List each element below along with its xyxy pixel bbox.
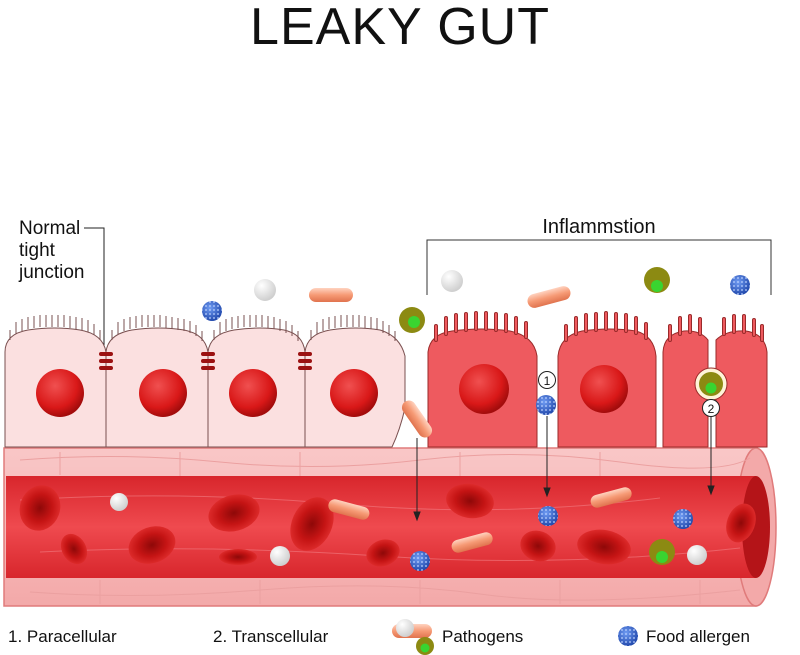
white-particle bbox=[110, 493, 128, 511]
legend: 1. Paracellular 2. Transcellular Pathoge… bbox=[8, 619, 750, 655]
cell-nucleus bbox=[36, 369, 84, 417]
flow-arrows bbox=[413, 416, 715, 522]
route-marker-1-text: 1 bbox=[544, 374, 551, 388]
cell-nucleus bbox=[139, 369, 187, 417]
food-allergen-particle bbox=[410, 551, 430, 571]
bacteria-rod bbox=[401, 400, 433, 438]
legend-transcellular: 2. Transcellular bbox=[213, 627, 329, 646]
tight-junction bbox=[201, 352, 215, 356]
red-blood-cell bbox=[19, 485, 61, 531]
tight-junction bbox=[201, 359, 215, 363]
route-marker-1: 1 bbox=[538, 371, 556, 389]
tight-junction bbox=[99, 366, 113, 370]
lumen-particles bbox=[202, 267, 750, 438]
tight-junctions bbox=[99, 352, 312, 370]
route-marker-2-text: 2 bbox=[708, 402, 715, 416]
junction-label-line-2: tight bbox=[19, 240, 56, 261]
food-allergen-particle bbox=[730, 275, 750, 295]
vessel-lumen-end bbox=[742, 476, 770, 578]
food-allergen-particle bbox=[538, 506, 558, 526]
food-allergen-particle bbox=[536, 395, 556, 415]
food-allergen-particle bbox=[673, 509, 693, 529]
red-blood-cell bbox=[60, 533, 88, 565]
inflamed-cell bbox=[715, 330, 768, 448]
blood-vessel bbox=[3, 447, 777, 607]
red-blood-cell bbox=[726, 503, 756, 543]
cell-nucleus bbox=[330, 369, 378, 417]
tight-junction bbox=[201, 366, 215, 370]
normal-tight-junction-label: Normal tight junction bbox=[18, 218, 105, 353]
tight-junction bbox=[298, 359, 312, 363]
route-marker-2: 2 bbox=[702, 399, 720, 417]
tight-junction bbox=[298, 352, 312, 356]
transcellular-vesicle bbox=[694, 367, 728, 401]
tight-junction bbox=[99, 359, 113, 363]
red-blood-cell bbox=[577, 529, 631, 565]
tight-junction bbox=[298, 366, 312, 370]
vessel-wall-texture bbox=[19, 452, 751, 604]
bacteria-rod bbox=[309, 288, 353, 302]
white-particle bbox=[254, 279, 276, 301]
white-particle bbox=[441, 270, 463, 292]
cell-nucleus bbox=[459, 364, 509, 414]
inflammation-bracket: Inflammstion bbox=[426, 216, 772, 295]
red-blood-cell bbox=[290, 497, 334, 551]
inflamed-microvilli-fill bbox=[435, 312, 763, 341]
red-blood-cell bbox=[520, 530, 556, 562]
vessel-particles bbox=[110, 487, 707, 571]
legend-food-allergen-icon bbox=[618, 626, 638, 646]
red-blood-cell bbox=[208, 494, 260, 532]
legend-paracellular: 1. Paracellular bbox=[8, 627, 117, 646]
tight-junction bbox=[99, 352, 113, 356]
food-allergen-particle bbox=[202, 301, 222, 321]
inflammation-bracket-line bbox=[426, 239, 772, 295]
junction-label-line-3: junction bbox=[18, 262, 85, 283]
page-title: LEAKY GUT bbox=[250, 0, 550, 56]
bacteria-rod bbox=[328, 499, 370, 520]
white-particle bbox=[270, 546, 290, 566]
red-blood-cell bbox=[219, 549, 257, 565]
cell-nucleus bbox=[580, 365, 628, 413]
healthy-nuclei bbox=[36, 369, 378, 417]
bacteria-rod bbox=[590, 487, 632, 508]
bacteria-rod bbox=[527, 286, 571, 308]
red-blood-cells bbox=[19, 483, 756, 567]
red-blood-cell bbox=[128, 526, 176, 564]
legend-pathogens: Pathogens bbox=[442, 627, 523, 646]
red-blood-cell bbox=[366, 539, 400, 567]
red-blood-cell bbox=[446, 483, 494, 519]
legend-food-allergen: Food allergen bbox=[646, 627, 750, 646]
inflamed-nuclei bbox=[459, 364, 628, 414]
healthy-microvilli bbox=[9, 315, 396, 341]
cell-nucleus bbox=[229, 369, 277, 417]
junction-pointer-line bbox=[84, 227, 105, 353]
pathogen-particle bbox=[644, 267, 670, 293]
white-particle bbox=[687, 545, 707, 565]
inflammation-label: Inflammstion bbox=[542, 216, 655, 238]
junction-label-line-1: Normal bbox=[19, 218, 80, 239]
pathogen-particle bbox=[399, 307, 425, 333]
legend-pathogens-icon bbox=[392, 619, 434, 655]
pathogen-particle bbox=[649, 539, 675, 565]
inflamed-cell bbox=[662, 330, 709, 448]
bacteria-rod bbox=[451, 532, 493, 553]
